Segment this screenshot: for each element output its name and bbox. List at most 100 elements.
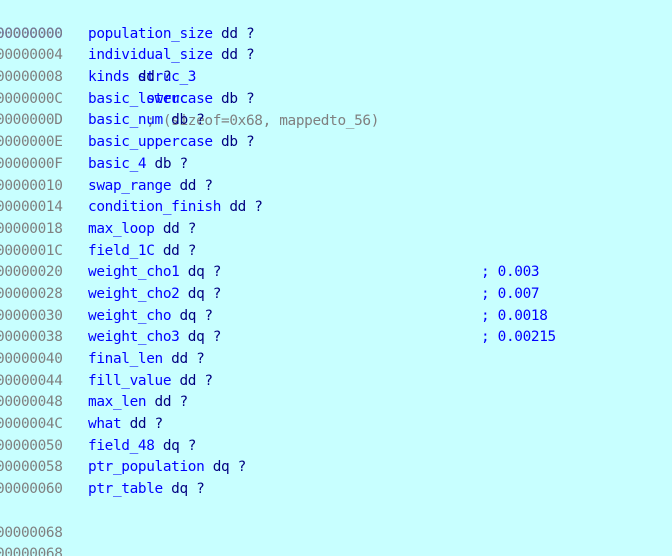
struct-field-row[interactable]: 00000030 weight_cho dq ? ; 0.0018	[0, 306, 672, 328]
field-name[interactable]: fill_value	[88, 372, 172, 389]
field-type: dd ?	[171, 351, 205, 367]
field-type: dq ?	[179, 307, 213, 324]
field-name[interactable]: weight_cho3	[88, 329, 180, 346]
struct-field-row[interactable]: 0000000E basic_uppercase db ?	[0, 132, 672, 154]
struct-field-row[interactable]: 00000008 kinds dd ?	[0, 67, 672, 89]
field-name[interactable]: max_len	[88, 394, 147, 411]
address: 00000014	[0, 199, 63, 216]
struct-field-row[interactable]: 0000000D basic_num db ?	[0, 110, 672, 132]
struct-field-row[interactable]: 00000048 max_len dd ?	[0, 392, 672, 414]
struct-field-row[interactable]: 00000058 ptr_population dq ?	[0, 457, 672, 479]
address: 0000001C	[0, 242, 63, 259]
field-type: dd ?	[154, 394, 189, 411]
field-name[interactable]: swap_range	[88, 177, 172, 194]
field-name[interactable]: field_1C	[88, 242, 155, 259]
address: 00000038	[0, 329, 63, 346]
struct-field-row[interactable]: 00000044 fill_value dd ?	[0, 371, 672, 393]
field-type: dd ?	[137, 69, 172, 86]
field-type: db ?	[171, 112, 205, 129]
address: 00000040	[0, 351, 63, 367]
address: 00000018	[0, 220, 63, 237]
field-type: dd ?	[179, 177, 213, 194]
field-name[interactable]: max_loop	[88, 220, 155, 237]
address: 0000000F	[0, 155, 63, 172]
struct-field-row[interactable]: 00000028 weight_cho2 dq ? ; 0.007	[0, 284, 672, 306]
address: 00000030	[0, 307, 63, 324]
struct-fields: 00000000 population_size dd ? 00000004 indi…	[0, 24, 672, 501]
address: 00000048	[0, 394, 63, 411]
address: 00000010	[0, 177, 63, 194]
address: 00000000	[0, 25, 63, 42]
field-name[interactable]: weight_cho1	[88, 264, 180, 281]
address: 00000004	[0, 47, 63, 64]
field-name[interactable]: what	[88, 416, 122, 433]
field-name[interactable]: weight_cho2	[88, 285, 180, 302]
field-type: db ?	[221, 134, 255, 151]
struct-field-row[interactable]: 00000038 weight_cho3 dq ? ; 0.00215	[0, 327, 672, 349]
field-value-comment: ; 0.00215	[481, 329, 556, 346]
struct-keyword: struc	[146, 90, 188, 107]
address: 0000000C	[0, 90, 63, 107]
field-name[interactable]: basic_4	[88, 155, 147, 172]
struct-field-row[interactable]: 00000018 max_loop dd ?	[0, 219, 672, 241]
struct-field-row[interactable]: 0000000F basic_4 db ?	[0, 154, 672, 176]
struct-name[interactable]: struc_3	[137, 69, 197, 86]
field-name[interactable]: kinds	[88, 69, 130, 86]
field-type: dd ?	[221, 47, 255, 64]
struct-field-row[interactable]: 00000050 field_48 dq ?	[0, 436, 672, 458]
field-type: dd ?	[179, 372, 213, 389]
field-type: dq ?	[187, 264, 222, 281]
struct-field-row[interactable]: 00000010 swap_range dd ?	[0, 176, 672, 198]
struct-header-line[interactable]: 00000000 struc_3 struc ; (sizeof=0x68, m…	[0, 2, 672, 129]
field-name[interactable]: ptr_table	[88, 481, 163, 498]
struct-field-row[interactable]: 00000060 ptr_table dq ?	[0, 479, 672, 501]
trailing-address-line[interactable]: 00000068	[0, 523, 672, 556]
field-type: dd ?	[129, 416, 164, 433]
struct-field-row[interactable]: 0000000C basic_lowercase db ?	[0, 89, 672, 111]
field-type: dq ?	[187, 285, 222, 302]
field-value-comment: ; 0.003	[481, 264, 540, 281]
field-name[interactable]: basic_lowercase	[88, 90, 213, 107]
field-name[interactable]: population_size	[88, 25, 213, 42]
address: 0000000D	[0, 112, 63, 129]
struct-field-row[interactable]: 00000014 condition_finish dd ?	[0, 197, 672, 219]
address: 00000058	[0, 459, 63, 476]
field-name[interactable]: weight_cho	[88, 307, 172, 324]
field-name[interactable]: field_48	[88, 437, 155, 454]
struct-field-row[interactable]: 0000004C what dd ?	[0, 414, 672, 436]
field-type: dd ?	[229, 199, 263, 216]
address: 00000044	[0, 372, 63, 389]
field-value-comment: ; 0.0018	[481, 307, 548, 324]
field-type: dq ?	[187, 329, 222, 346]
field-type: dq ?	[162, 437, 197, 454]
address: 00000050	[0, 437, 63, 454]
address: 00000060	[0, 481, 63, 498]
address: 00000000	[0, 25, 63, 42]
field-name[interactable]: final_len	[88, 351, 163, 367]
address: 00000068	[0, 546, 63, 556]
field-type: db ?	[221, 90, 255, 107]
struct-footer-line[interactable]: 00000068 struc_3 ends	[0, 501, 672, 541]
struct-field-row[interactable]: 00000004 individual_size dd ?	[0, 45, 672, 67]
struct-size-comment: ; (sizeof=0x68, mappedto_56)	[146, 112, 380, 129]
field-type: dq ?	[171, 481, 205, 498]
address: 0000000E	[0, 134, 63, 151]
field-name[interactable]: ptr_population	[88, 459, 205, 476]
field-name[interactable]: basic_num	[88, 112, 163, 129]
address: 0000004C	[0, 416, 63, 433]
field-type: dq ?	[212, 459, 247, 476]
field-value-comment: ; 0.007	[481, 285, 540, 302]
field-name[interactable]: condition_finish	[88, 199, 222, 216]
field-type: dd ?	[162, 220, 197, 237]
address: 00000068	[0, 524, 63, 541]
struct-field-row[interactable]: 00000040 final_len dd ?	[0, 349, 672, 371]
field-name[interactable]: individual_size	[88, 47, 213, 64]
address: 00000028	[0, 285, 63, 302]
field-name[interactable]: basic_uppercase	[88, 134, 213, 151]
field-type: db ?	[154, 155, 189, 172]
address: 00000008	[0, 69, 63, 86]
